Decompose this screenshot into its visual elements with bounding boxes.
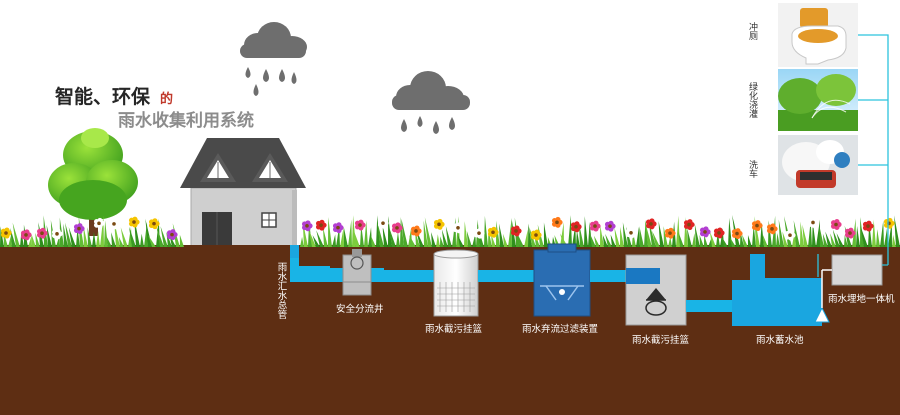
integrated-unit-label: 雨水埋地一体机 (828, 293, 895, 305)
use-label-irrigation: 绿化浇灌 (747, 81, 758, 119)
pipe-segment (590, 270, 626, 282)
pipe-segment (686, 300, 732, 312)
pipe-segment (478, 270, 534, 282)
storage-tank (732, 254, 830, 326)
toilet-image (778, 3, 858, 67)
use-label-car-wash: 洗车 (747, 159, 758, 179)
storage-tank-label: 雨水蓄水池 (756, 334, 804, 346)
filter-basket-2 (625, 254, 687, 326)
lawn-sprinkler-image (778, 69, 858, 131)
flower-strip (0, 216, 895, 241)
diagram-title: 智能、环保 的 雨水收集利用系统 (55, 85, 254, 131)
diversion-well-label: 安全分流井 (336, 303, 384, 315)
main-collection-pipe (290, 245, 330, 282)
integrated-unit (822, 254, 888, 286)
main-pipe-label: 雨水汇水总管 (276, 262, 288, 319)
discard-filter-label: 雨水弃流过滤装置 (522, 323, 598, 335)
title-line1: 智能、环保 (55, 85, 151, 108)
supply-line (817, 34, 889, 277)
diversion-well (330, 249, 384, 296)
filter-basket-1 (433, 249, 479, 317)
tree-illustration (48, 128, 138, 236)
rain-cloud-icon (240, 22, 307, 96)
use-label-toilet: 冲厕 (747, 21, 758, 41)
title-line1-suffix: 的 (160, 91, 173, 107)
car-wash-image (778, 135, 858, 195)
filter-basket-2-label: 雨水截污挂篮 (632, 334, 690, 346)
house-illustration (180, 138, 306, 253)
filter-basket-1-label: 雨水截污挂篮 (425, 323, 483, 335)
title-line2: 雨水收集利用系统 (118, 110, 254, 131)
discard-filter-device (533, 243, 591, 317)
pipe-segment (384, 270, 434, 282)
rain-cloud-icon (392, 71, 470, 134)
